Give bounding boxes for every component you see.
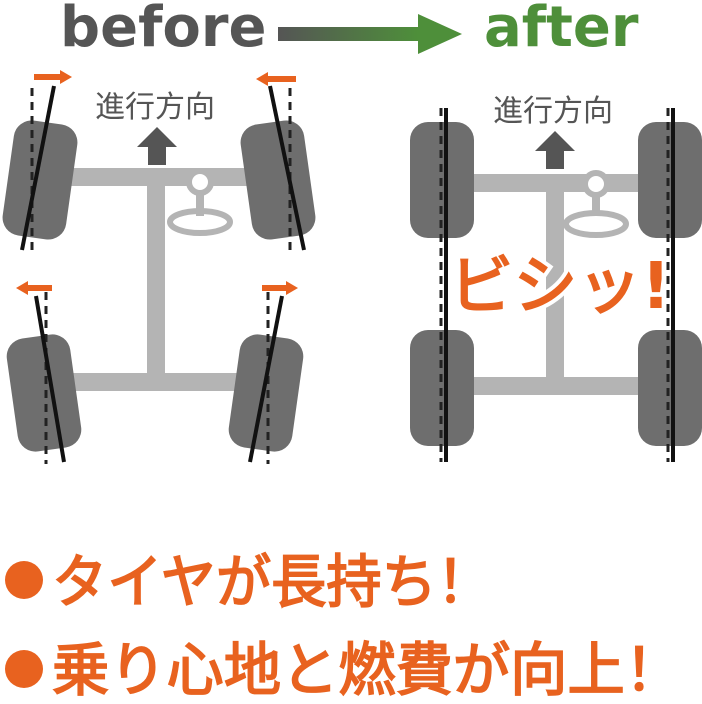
toe-arrow-icon: [16, 281, 52, 295]
tire-front-right: [638, 122, 702, 238]
before-to-after-arrow: [278, 14, 462, 54]
toe-arrow-icon: [262, 281, 298, 295]
exclaim-label: ビシッ!: [449, 250, 670, 324]
after-chassis: 進行方向 ビシッ!: [410, 94, 702, 462]
tire-rear-left: [6, 334, 82, 452]
benefit-item-label: タイヤが長持ち！: [52, 548, 492, 616]
tire-front-left: [2, 120, 78, 240]
tire-rear-right: [228, 334, 304, 452]
direction-up-arrow-icon: [535, 131, 575, 169]
bullet-icon: [5, 561, 43, 599]
steering-wheel-icon: [167, 168, 233, 236]
toe-arrow-icon: [256, 72, 296, 86]
tire-front-right: [240, 120, 316, 240]
before-label: before: [60, 0, 267, 60]
toe-arrow-icon: [34, 70, 72, 84]
direction-label-after: 進行方向: [493, 94, 613, 129]
benefit-item-label: 乗り心地と燃費が向上！: [52, 636, 682, 704]
tire-rear-right: [638, 330, 702, 446]
after-label: after: [484, 0, 639, 60]
steering-wheel-icon: [563, 170, 629, 238]
direction-up-arrow-icon: [137, 127, 177, 165]
benefit-item: 乗り心地と燃費が向上！: [5, 636, 682, 704]
benefits-list: タイヤが長持ち！ 乗り心地と燃費が向上！: [5, 548, 682, 704]
benefit-item: タイヤが長持ち！: [5, 548, 492, 616]
bullet-icon: [5, 650, 43, 688]
before-chassis: 進行方向: [2, 70, 316, 464]
direction-label-before: 進行方向: [95, 90, 215, 125]
